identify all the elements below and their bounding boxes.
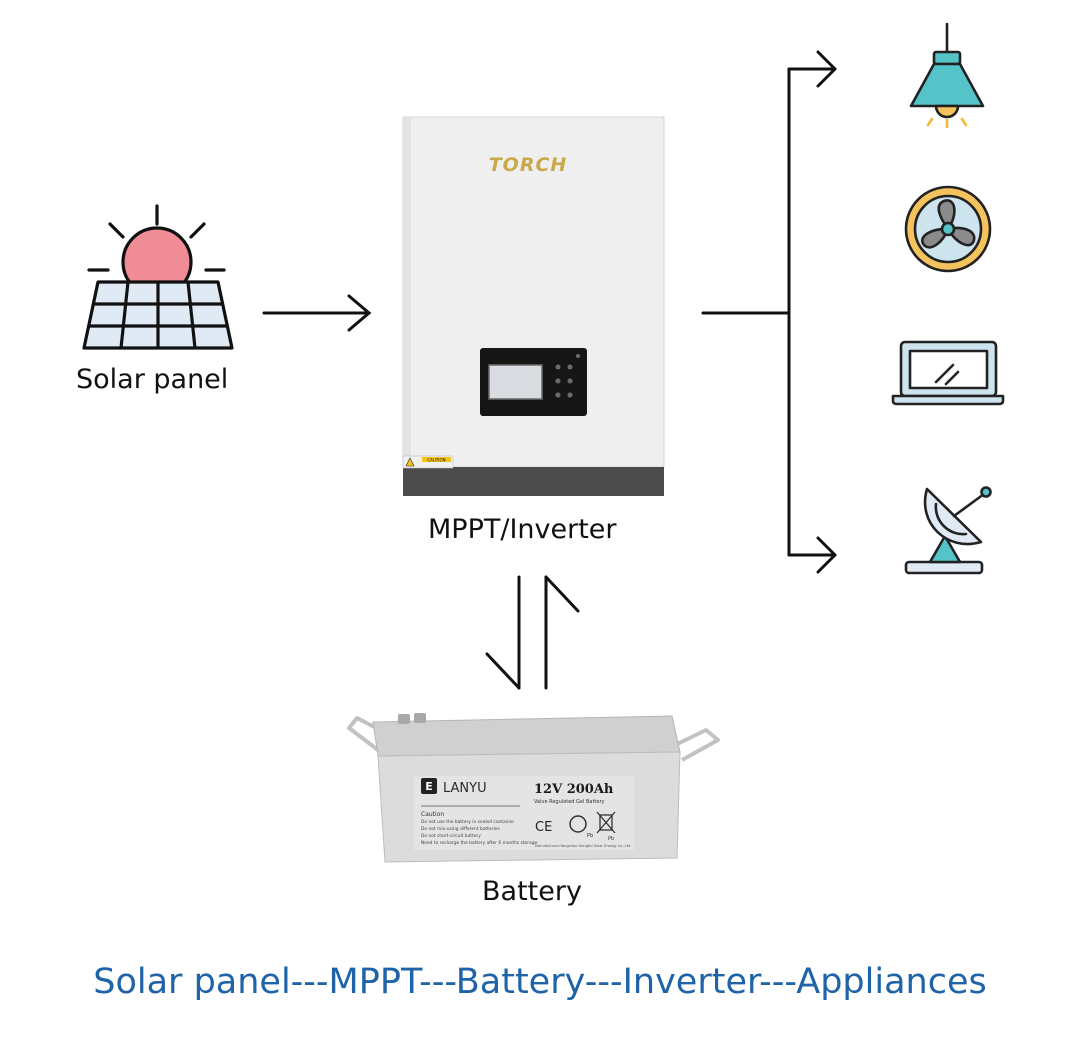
battery-rating: 12V 200Ah <box>534 782 614 797</box>
crossed-bin-icon <box>596 811 616 834</box>
lamp-icon <box>909 22 985 129</box>
solar-panel-label: Solar panel <box>76 364 229 395</box>
flow-caption: Solar panel---MPPT---Battery---Inverter-… <box>93 962 987 1002</box>
inverter-device: TORCH CAUTION <box>402 116 665 496</box>
recycle-icon <box>569 815 587 833</box>
laptop-icon <box>891 340 1005 406</box>
battery-brand: LANYU <box>443 781 487 796</box>
battery-label: Battery <box>482 876 582 907</box>
battery-caution-line: Need to recharge the battery after 6 mon… <box>421 840 537 846</box>
battery-logo-icon <box>421 778 437 794</box>
battery-caution-line: Do not use the battery in sealed contain… <box>421 819 514 825</box>
inverter-screen <box>488 364 543 400</box>
battery-device: E LANYU 12V 200Ah Valve Regulated Gel Ba… <box>347 713 720 863</box>
inverter-label: MPPT/Inverter <box>428 514 617 545</box>
inverter-brand: TORCH <box>489 154 568 176</box>
inverter-warning-label: CAUTION <box>402 455 454 469</box>
arrow-solar-to-inverter <box>262 294 372 332</box>
svg-text:Pb: Pb <box>608 836 614 842</box>
svg-text:E: E <box>425 780 433 793</box>
arrow-inverter-battery-bidirectional <box>485 575 580 690</box>
battery-manufacturer: Manufacturer:Yangzhou Dongtai Solar Ener… <box>535 844 630 848</box>
battery-caution-title: Caution <box>421 811 444 818</box>
battery-caution-line: Do not mix-using different batteries <box>421 826 500 832</box>
svg-text:Pb: Pb <box>587 833 593 839</box>
satellite-dish-icon <box>904 486 992 575</box>
svg-text:CAUTION: CAUTION <box>427 458 445 463</box>
battery-type: Valve Regulated Gel Battery <box>534 799 605 805</box>
battery-caution-line: Do not short-circuit battery <box>421 833 481 839</box>
fan-icon <box>904 185 992 273</box>
solar-panel-icon <box>82 204 234 350</box>
ce-mark: CE <box>535 820 552 835</box>
arrow-inverter-to-appliances <box>701 50 837 574</box>
